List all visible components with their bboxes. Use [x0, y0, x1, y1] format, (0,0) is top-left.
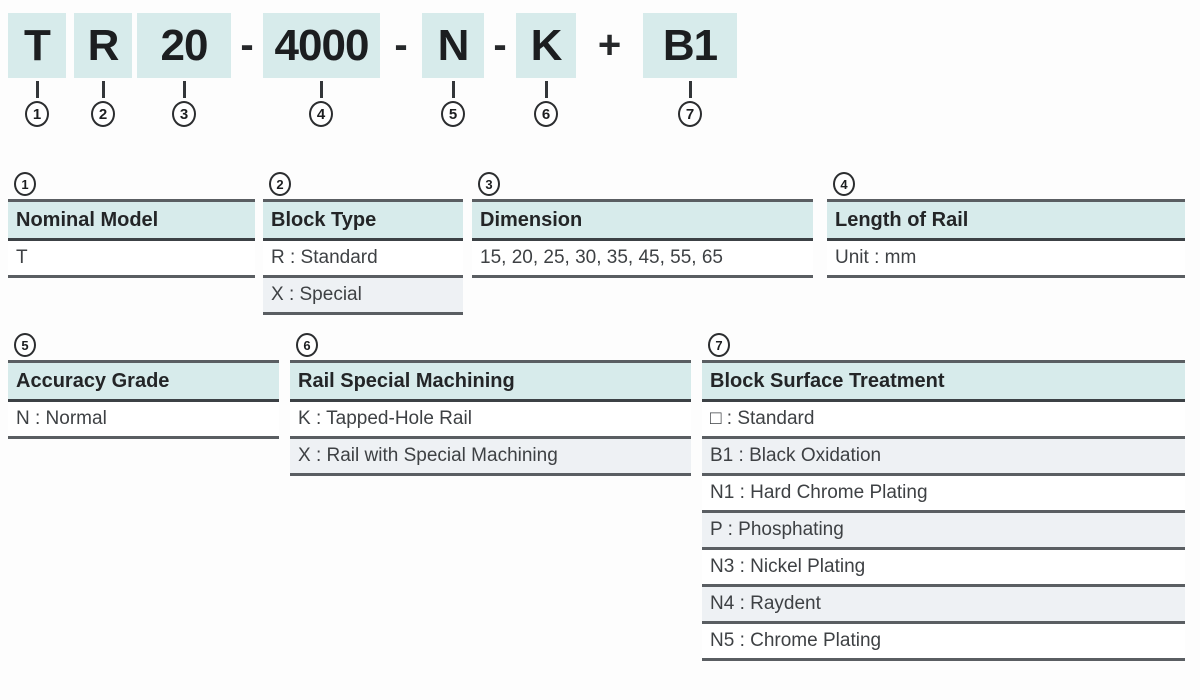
callout-circle-6: 6	[296, 333, 318, 357]
table-row: N1 : Hard Chrome Plating	[702, 476, 1185, 513]
table-row: N4 : Raydent	[702, 587, 1185, 624]
table-accuracy-grade: 5 Accuracy Grade N : Normal	[8, 333, 279, 439]
code-segment-20: 20	[137, 13, 231, 78]
table-row: X : Rail with Special Machining	[290, 439, 691, 476]
callout-circle-5: 5	[14, 333, 36, 357]
code-segment-k: K	[516, 13, 576, 78]
callout-connector-line	[545, 81, 548, 98]
code-segment-t: T	[8, 13, 66, 78]
table-length-of-rail: 4 Length of Rail Unit : mm	[827, 172, 1185, 278]
callout-circle-7: 7	[708, 333, 730, 357]
callout-circle-5: 5	[441, 101, 465, 127]
code-separator: -	[240, 23, 254, 67]
callout-connector-line	[183, 81, 186, 98]
callout-circle-1: 1	[14, 172, 36, 196]
table-dimension: 3 Dimension 15, 20, 25, 30, 35, 45, 55, …	[472, 172, 813, 278]
code-segment-b1: B1	[643, 13, 737, 78]
table-header: Block Type	[263, 199, 463, 241]
callout-circle-3: 3	[478, 172, 500, 196]
table-row: N : Normal	[8, 402, 279, 439]
callout-connector-line	[452, 81, 455, 98]
callout-circle-4: 4	[833, 172, 855, 196]
table-row: Unit : mm	[827, 241, 1185, 278]
callout-connector-line	[36, 81, 39, 98]
callout-connector-line	[102, 81, 105, 98]
code-separator: -	[493, 23, 507, 67]
table-row: 15, 20, 25, 30, 35, 45, 55, 65	[472, 241, 813, 278]
table-row: P : Phosphating	[702, 513, 1185, 550]
table-row: N3 : Nickel Plating	[702, 550, 1185, 587]
table-rail-special-machining: 6 Rail Special Machining K : Tapped-Hole…	[290, 333, 691, 476]
table-row: K : Tapped-Hole Rail	[290, 402, 691, 439]
callout-circle-6: 6	[534, 101, 558, 127]
code-segment-n: N	[422, 13, 484, 78]
callout-connector-line	[320, 81, 323, 98]
table-block-surface-treatment: 7 Block Surface Treatment □ : Standard B…	[702, 333, 1185, 661]
table-header: Nominal Model	[8, 199, 255, 241]
table-row: X : Special	[263, 278, 463, 315]
table-header: Rail Special Machining	[290, 360, 691, 402]
table-header: Length of Rail	[827, 199, 1185, 241]
callout-circle-2: 2	[91, 101, 115, 127]
table-nominal-model: 1 Nominal Model T	[8, 172, 255, 278]
table-row: N5 : Chrome Plating	[702, 624, 1185, 661]
callout-circle-3: 3	[172, 101, 196, 127]
callout-circle-2: 2	[269, 172, 291, 196]
table-row: T	[8, 241, 255, 278]
table-row: R : Standard	[263, 241, 463, 278]
callout-circle-7: 7	[678, 101, 702, 127]
callout-circle-4: 4	[309, 101, 333, 127]
table-row: □ : Standard	[702, 402, 1185, 439]
table-block-type: 2 Block Type R : Standard X : Special	[263, 172, 463, 315]
table-header: Dimension	[472, 199, 813, 241]
callout-connector-line	[689, 81, 692, 98]
callout-circle-1: 1	[25, 101, 49, 127]
code-segment-4000: 4000	[263, 13, 380, 78]
code-separator: +	[597, 23, 622, 67]
table-row: B1 : Black Oxidation	[702, 439, 1185, 476]
code-segment-r: R	[74, 13, 132, 78]
table-header: Accuracy Grade	[8, 360, 279, 402]
table-header: Block Surface Treatment	[702, 360, 1185, 402]
code-separator: -	[394, 23, 408, 67]
